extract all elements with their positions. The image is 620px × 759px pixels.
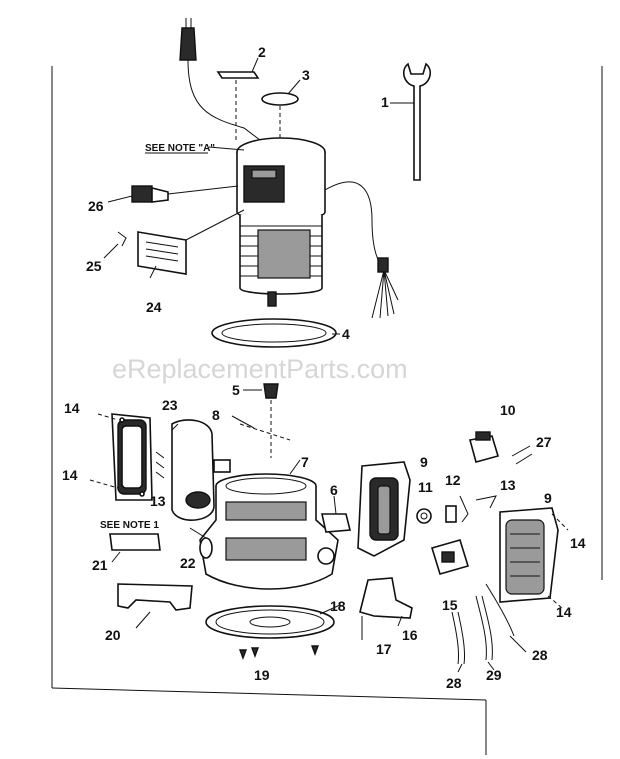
switch-block: [430, 539, 470, 575]
deflector: [359, 577, 413, 640]
callout-14-a: 14: [64, 400, 80, 416]
callout-25: 25: [86, 258, 102, 274]
note-a-label: SEE NOTE "A": [145, 143, 215, 154]
callout-8: 8: [212, 407, 220, 423]
callout-19: 19: [254, 667, 270, 683]
callout-labels: 2 3 1 26 25 24 4 5 14 23 8 10 27 7 9 14 …: [62, 44, 586, 691]
note-1-label: SEE NOTE 1: [100, 520, 159, 531]
callout-4: 4: [342, 326, 350, 342]
motor-ribs: [240, 225, 322, 279]
base-screws: [238, 645, 320, 660]
callout-21: 21: [92, 557, 108, 573]
label-plate: [109, 533, 161, 551]
switch-parts: [117, 185, 245, 275]
callout-10: 10: [500, 402, 516, 418]
left-handle-plate: [89, 413, 153, 501]
callout-9-b: 9: [544, 490, 552, 506]
collet: [263, 383, 279, 399]
chip-shield: [117, 583, 193, 611]
leader-lines: [103, 57, 527, 673]
ring-nut: [211, 318, 337, 348]
frame-lines: [51, 66, 603, 755]
callout-3: 3: [302, 67, 310, 83]
trigger-switch: [468, 431, 533, 465]
knob: [321, 513, 352, 533]
callout-24: 24: [146, 299, 162, 315]
callout-28-a: 28: [532, 647, 548, 663]
callout-17: 17: [376, 641, 392, 657]
callout-16: 16: [402, 627, 418, 643]
right-handle-plate: [499, 507, 569, 609]
grille-slots: [145, 241, 179, 262]
callout-29: 29: [486, 667, 502, 683]
top-small-parts: [216, 62, 432, 181]
callout-6: 6: [330, 482, 338, 498]
callout-11: 11: [418, 479, 433, 495]
callout-2: 2: [258, 44, 266, 60]
callout-22: 22: [180, 555, 196, 571]
callout-20: 20: [105, 627, 121, 643]
callout-15: 15: [442, 597, 458, 613]
motor-housing: [179, 18, 399, 319]
grip-texture: [510, 533, 540, 577]
callout-12: 12: [445, 472, 461, 488]
callout-18: 18: [330, 598, 346, 614]
callout-23: 23: [162, 397, 178, 413]
callout-27: 27: [536, 434, 552, 450]
callout-13-b: 13: [150, 493, 166, 509]
callout-5: 5: [232, 382, 240, 398]
callout-1: 1: [381, 94, 389, 110]
callout-28-b: 28: [446, 675, 462, 691]
left-handle-body: [155, 419, 291, 521]
callout-7: 7: [301, 454, 309, 470]
lead-wires: [451, 583, 515, 665]
watermark-text: eReplacementParts.com: [112, 354, 408, 384]
router-base: [199, 473, 339, 590]
callout-9-a: 9: [420, 454, 428, 470]
callout-26: 26: [88, 198, 104, 214]
callout-14-d: 14: [556, 604, 572, 620]
callout-14-c: 14: [570, 535, 586, 551]
switch-hardware: [416, 495, 497, 524]
right-handle-cover: [357, 461, 411, 557]
callout-14-b: 14: [62, 467, 78, 483]
callout-13-a: 13: [500, 477, 516, 493]
base-pad: [205, 605, 335, 639]
